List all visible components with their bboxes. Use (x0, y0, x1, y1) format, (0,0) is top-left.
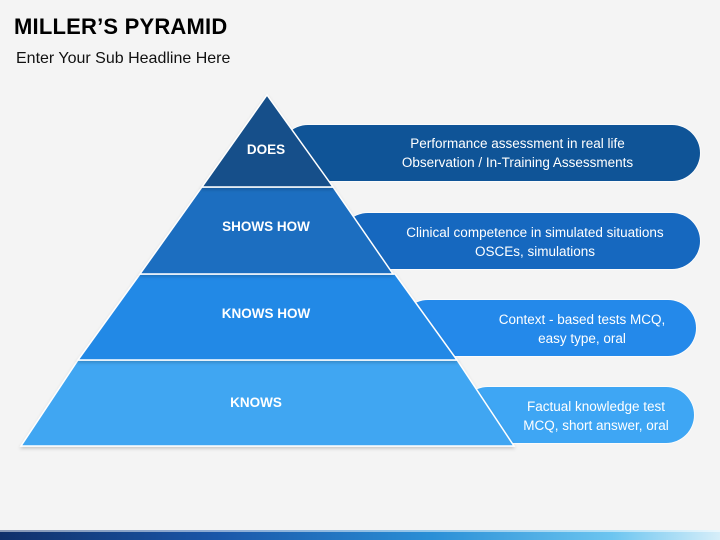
layer-label-knows-how: KNOWS HOW (221, 306, 311, 321)
description-box-does (280, 125, 700, 181)
description-does: Performance assessment in real life Obse… (340, 134, 695, 172)
description-line: Context - based tests MCQ, (498, 312, 666, 327)
description-box-knows-how (400, 300, 696, 356)
description-knows: Factual knowledge test MCQ, short answer… (500, 397, 692, 435)
page-subtitle: Enter Your Sub Headline Here (16, 50, 231, 67)
layer-label-shows-how: SHOWS HOW (222, 219, 310, 234)
description-knows-how: Context - based tests MCQ, easy type, or… (472, 310, 692, 348)
description-box-shows-how (340, 213, 700, 269)
footer-bar (0, 530, 720, 540)
description-line: Clinical competence in simulated situati… (406, 225, 664, 240)
description-line: easy type, oral (538, 331, 626, 346)
description-line: Performance assessment in real life (410, 136, 625, 151)
layer-label-knows: KNOWS (230, 395, 282, 410)
description-line: Factual knowledge test (526, 399, 666, 414)
page-title: MILLER’S PYRAMID (14, 14, 228, 39)
description-line: OSCEs, simulations (474, 244, 596, 259)
description-shows-how: Clinical competence in simulated situati… (385, 223, 685, 261)
layer-label-does: DOES (246, 142, 286, 157)
description-line: MCQ, short answer, oral (523, 418, 669, 433)
pyramid-layer-does (200, 93, 335, 188)
description-line: Observation / In-Training Assessments (401, 155, 634, 170)
